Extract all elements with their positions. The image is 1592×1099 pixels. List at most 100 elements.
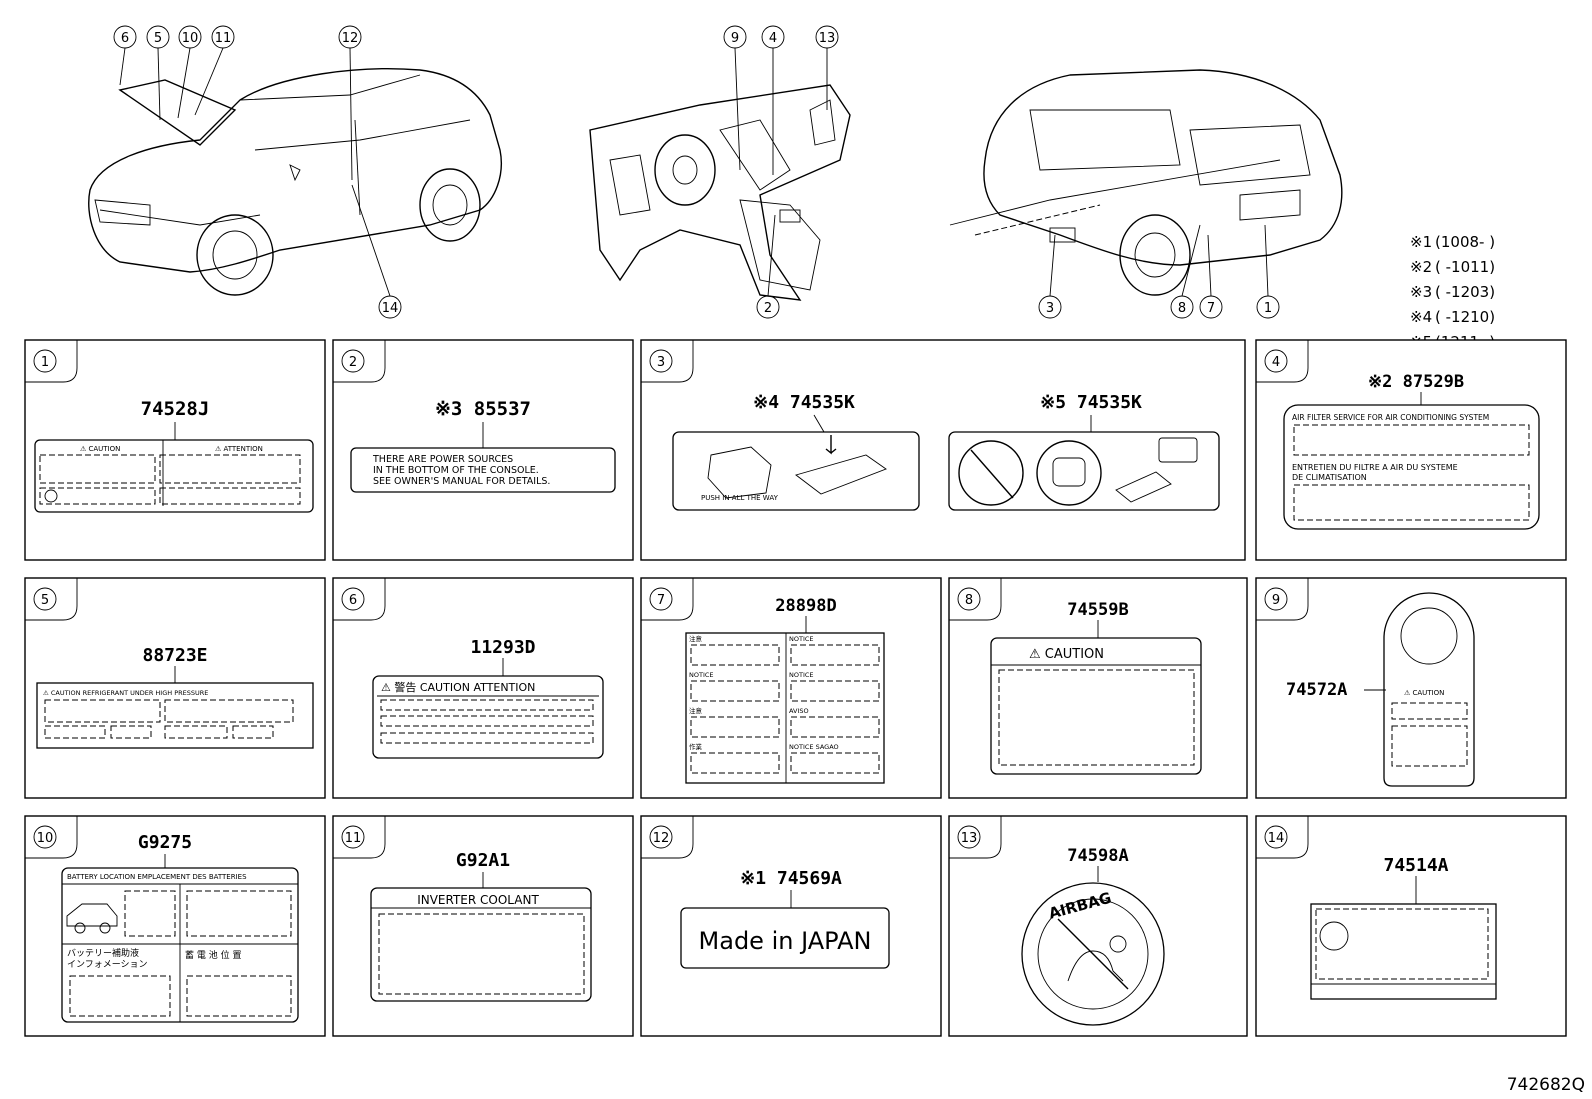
placeholder-text-block	[124, 890, 176, 937]
notice-heading: 作業	[689, 742, 703, 751]
placeholder-text-block	[1315, 908, 1489, 980]
label-shape	[36, 682, 314, 749]
vehicle-front-illustration	[88, 68, 502, 296]
callout-number: 6	[121, 31, 129, 46]
label-shape	[370, 887, 592, 1002]
panel-number: 13	[957, 825, 981, 849]
prohibit-slash	[1057, 918, 1129, 990]
placeholder-text-block	[186, 890, 292, 937]
panel-number: 4	[1264, 349, 1288, 373]
leader-line	[349, 47, 353, 181]
placeholder-text-block	[380, 699, 594, 711]
caution-text: ⚠ 警告 CAUTION ATTENTION	[381, 680, 535, 694]
callout-circle	[649, 825, 673, 849]
callout-number: 4	[769, 31, 777, 46]
notice-text: AIR FILTER SERVICE FOR AIR CONDITIONING …	[1292, 413, 1489, 422]
prohibit-slash	[970, 449, 1014, 499]
part-number-b: ※5 74535K	[1040, 392, 1142, 413]
notice-heading: AVISO	[789, 707, 809, 715]
notice-text: SEE OWNER'S MANUAL FOR DETAILS.	[373, 476, 550, 487]
panel-notch	[333, 340, 386, 383]
part-number: ※2 87529B	[1368, 372, 1464, 392]
callout-6: 6	[113, 25, 137, 49]
leader-line	[1181, 224, 1201, 297]
panel-notch	[1256, 340, 1309, 383]
vehicle-interior-illustration	[589, 84, 851, 301]
notice-text: THERE ARE POWER SOURCES	[372, 454, 513, 465]
key-icon	[1052, 457, 1086, 487]
caution-text: ⚠ CAUTION REFRIGERANT UNDER HIGH PRESSUR…	[43, 689, 208, 697]
battery-info-text: インフォメーション	[67, 960, 148, 970]
panel-notch	[641, 578, 694, 621]
callout-number: 5	[41, 593, 49, 608]
callout-circle	[33, 587, 57, 611]
callout-number: 8	[965, 593, 973, 608]
callout-number: 3	[1046, 301, 1054, 316]
part-number: 88723E	[142, 645, 207, 666]
callout-circle	[211, 25, 235, 49]
date-note-range: ( -1210)	[1435, 308, 1495, 326]
label-shape	[990, 637, 1202, 775]
placeholder-text-block	[44, 725, 106, 739]
wheel-icon	[74, 922, 86, 934]
callout-number: 11	[215, 31, 232, 46]
panel-number: 6	[341, 587, 365, 611]
callout-number: 13	[961, 831, 978, 846]
callout-circle	[33, 349, 57, 373]
notice-heading: 注意	[689, 634, 703, 643]
placeholder-text-block	[1391, 725, 1468, 767]
callout-10: 10	[178, 25, 202, 49]
prohibit-circle	[958, 440, 1024, 506]
panel-notch	[1256, 816, 1309, 859]
part-number: 74528J	[141, 398, 210, 420]
callout-circle	[957, 825, 981, 849]
callout-3: 3	[1038, 295, 1062, 319]
callout-number: 12	[653, 831, 670, 846]
hang-tag-shape	[1383, 592, 1475, 787]
panel-number: 9	[1264, 587, 1288, 611]
leader-line	[177, 47, 191, 119]
panel-number: 14	[1264, 825, 1288, 849]
callout-circle	[341, 825, 365, 849]
callout-number: 2	[349, 355, 357, 370]
callout-circle	[761, 25, 785, 49]
date-note-range: ( -1203)	[1435, 283, 1495, 301]
callout-circle	[113, 25, 137, 49]
label-shape	[372, 675, 604, 759]
battery-info-text: バッテリー補助液	[67, 947, 139, 959]
callout-number: 3	[657, 355, 665, 370]
placeholder-text-block	[159, 487, 301, 505]
callout-circle	[378, 295, 402, 319]
callout-number: 6	[349, 593, 357, 608]
notice-heading: NOTICE	[689, 671, 714, 679]
panel-number: 2	[341, 349, 365, 373]
callout-circle	[1038, 295, 1062, 319]
hang-hole	[1400, 607, 1458, 665]
notice-heading: NOTICE	[789, 635, 814, 643]
placeholder-text-block	[1293, 484, 1530, 521]
part-number: 11293D	[470, 637, 535, 658]
placeholder-text-block	[44, 699, 161, 723]
callout-number: 5	[154, 31, 162, 46]
callout-14: 14	[378, 295, 402, 319]
callout-number: 9	[731, 31, 739, 46]
leader-line	[119, 47, 126, 86]
callout-number: 8	[1178, 301, 1186, 316]
panel-notch	[1256, 578, 1309, 621]
callout-circle	[1256, 295, 1280, 319]
callout-circle	[146, 25, 170, 49]
callout-1: 1	[1256, 295, 1280, 319]
date-note-range: (1008- )	[1435, 233, 1495, 251]
callout-number: 7	[657, 593, 665, 608]
placeholder-text-block	[380, 732, 594, 744]
panel-number: 7	[649, 587, 673, 611]
placeholder-text-block	[39, 454, 156, 484]
panel-notch	[949, 578, 1002, 621]
label-shape	[1310, 903, 1497, 1000]
callout-circle	[341, 587, 365, 611]
callout-circle	[33, 825, 57, 849]
